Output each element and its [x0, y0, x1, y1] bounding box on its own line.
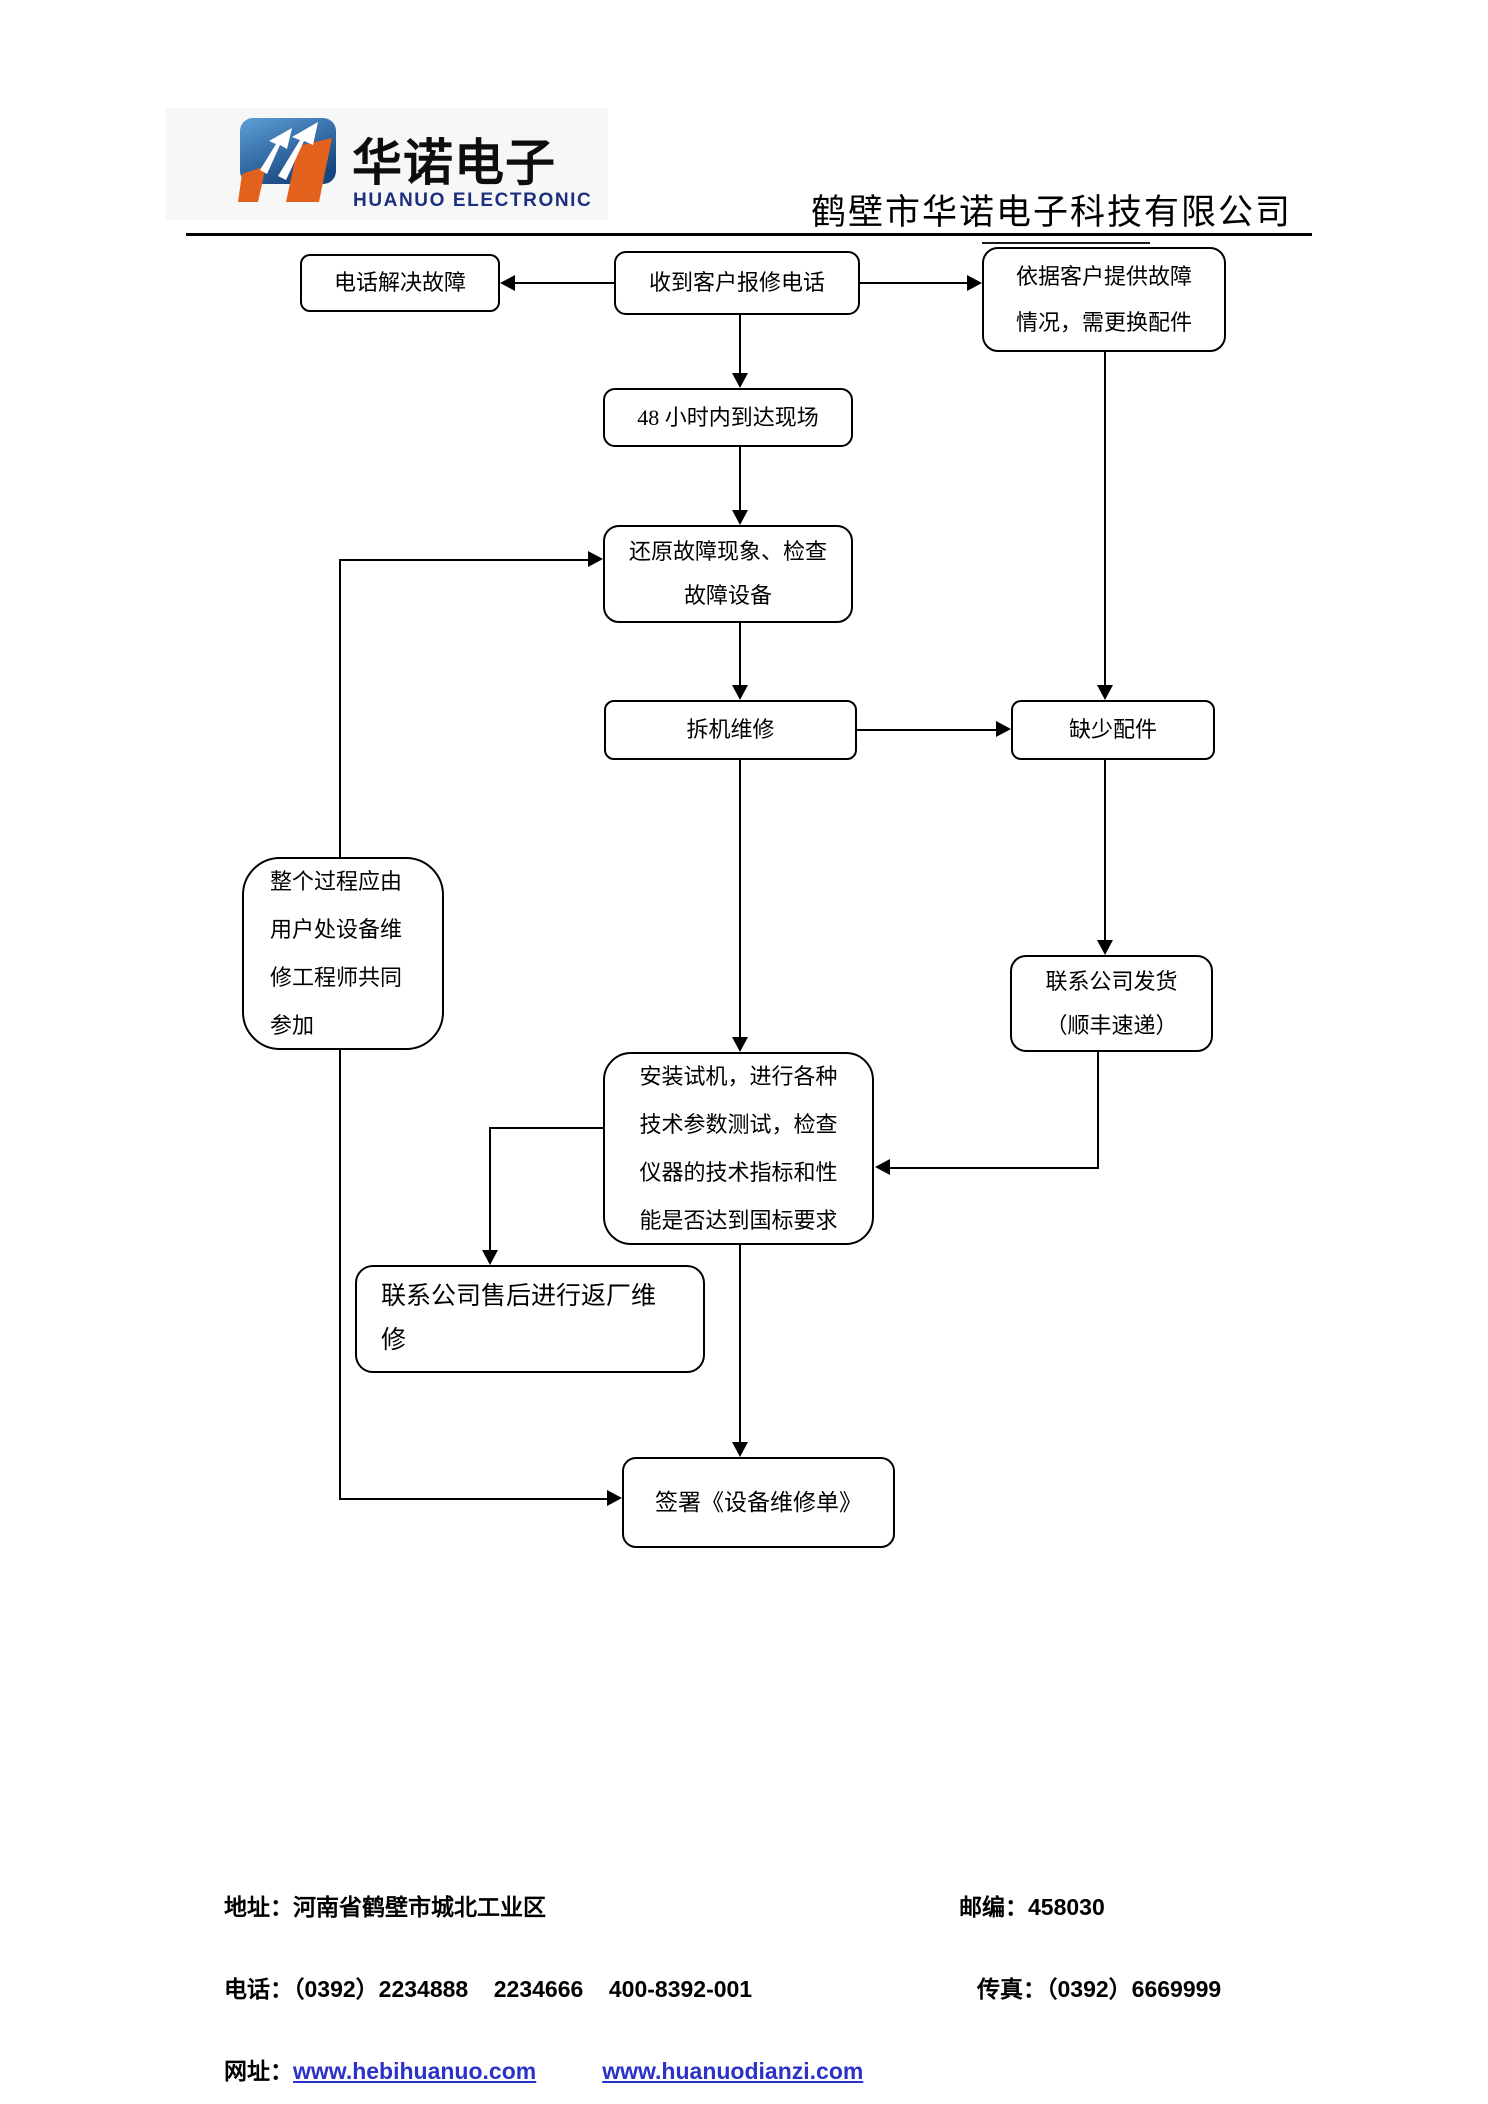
arrowhead-to-sign-top — [732, 1442, 748, 1457]
footer-fax: 传真：（0392）6669999 — [977, 1976, 1222, 2002]
arrowhead-note-to-restore — [588, 551, 603, 567]
header-rule — [186, 233, 1312, 236]
node-phone-resolve: 电话解决故障 — [300, 254, 500, 312]
node-restore: 还原故障现象、检查 故障设备 — [603, 525, 853, 623]
footer-link-hebihuanuo[interactable]: www.hebihuanuo.com — [293, 2058, 537, 2084]
footer-web-row: 网址： www.hebihuanuo.com www.huanuodianzi.… — [224, 2057, 863, 2085]
node-per-fault: 依据客户提供故障 情况，需更换配件 — [982, 247, 1226, 352]
logo-text-cn: 华诺电子 — [352, 135, 556, 191]
node-return-repair: 联系公司售后进行返厂维 修 — [355, 1265, 705, 1373]
arrowhead-to-lack-top — [1097, 685, 1113, 700]
arrowhead-to-arrive — [732, 373, 748, 388]
company-name: 鹤壁市华诺电子科技有限公司 — [810, 193, 1292, 232]
arrowhead-to-install-right — [875, 1159, 890, 1175]
connector-receive-to-arrive — [739, 315, 741, 375]
connector-note-to-sign — [339, 1498, 608, 1500]
footer-phone: 电话：（0392）2234888 2234666 400-8392-001 — [224, 1976, 753, 2002]
arrowhead-to-lack-left — [996, 721, 1011, 737]
node-receive-call: 收到客户报修电话 — [614, 251, 860, 315]
footer-link-huanuodianzi[interactable]: www.huanuodianzi.com — [602, 2058, 864, 2084]
arrowhead-to-ship — [1097, 940, 1113, 955]
arrowhead-to-return — [482, 1250, 498, 1265]
connector-note-to-restore — [339, 559, 589, 561]
connector-ship-to-install — [889, 1167, 1099, 1169]
arrowhead-to-phone-resolve — [500, 275, 515, 291]
connector-receive-to-perfault — [860, 282, 968, 284]
node-install-test: 安装试机，进行各种 技术参数测试，检查 仪器的技术指标和性 能是否达到国标要求 — [603, 1052, 874, 1245]
footer-address: 地址：河南省鹤壁市城北工业区 — [224, 1894, 546, 1920]
arrowhead-to-restore — [732, 510, 748, 525]
node-sign: 签署《设备维修单》 — [622, 1457, 895, 1548]
huanuo-logo-icon — [238, 118, 336, 202]
connector-disassemble-to-install — [739, 760, 741, 1040]
arrowhead-to-per-fault — [967, 275, 982, 291]
arrowhead-to-install — [732, 1037, 748, 1052]
node-arrive-48h: 48 小时内到达现场 — [603, 388, 853, 447]
arrowhead-to-disassemble — [732, 685, 748, 700]
footer-postcode: 邮编：458030 — [959, 1894, 1105, 1920]
connector-restore-to-disassemble — [739, 623, 741, 688]
connector-install-to-return — [489, 1127, 491, 1253]
node-disassemble: 拆机维修 — [604, 700, 857, 760]
footer-web-label: 网址： — [224, 2058, 293, 2084]
connector-lack-to-ship — [1104, 760, 1106, 943]
connector-perfault-to-lack — [1104, 352, 1106, 688]
connector-install-left — [489, 1127, 605, 1129]
node-lack-parts: 缺少配件 — [1011, 700, 1215, 760]
connector-install-to-sign — [739, 1245, 741, 1445]
connector-ship-down — [1097, 1052, 1099, 1169]
arrowhead-note-to-sign — [607, 1490, 622, 1506]
connector-arrive-to-restore — [739, 447, 741, 513]
node-ship: 联系公司发货 （顺丰速递） — [1010, 955, 1213, 1052]
connector-receive-to-phone — [514, 282, 614, 284]
node-note: 整个过程应由 用户处设备维 修工程师共同 参加 — [242, 857, 444, 1050]
connector-disassemble-to-lack — [857, 729, 997, 731]
logo-text-en: HUANUO ELECTRONIC — [353, 190, 593, 211]
header-rule-short — [982, 242, 1150, 244]
